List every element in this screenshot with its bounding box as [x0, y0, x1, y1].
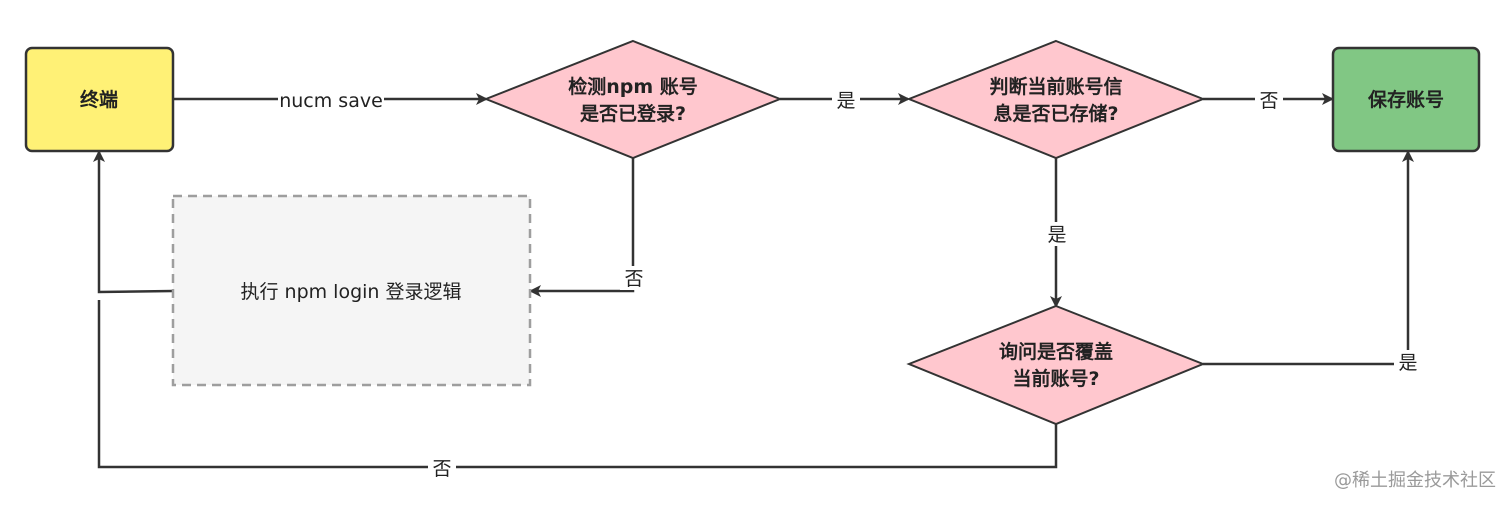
edge-label-stored-yes: 是: [1047, 224, 1066, 246]
node-check-login: 检测npm 账号 是否已登录?: [483, 39, 783, 160]
node-check-stored: 判断当前账号信 息是否已存储?: [906, 39, 1206, 160]
node-npm-login-label: 执行 npm login 登录逻辑: [240, 281, 461, 303]
node-save-account: 保存账号: [1331, 46, 1481, 153]
edge-label-overwrite-no: 否: [432, 458, 451, 480]
node-ask-overwrite-line1: 询问是否覆盖: [999, 340, 1113, 363]
node-terminal-label: 终端: [80, 88, 118, 111]
node-check-login-line1: 检测npm 账号: [568, 75, 698, 98]
node-check-stored-line2: 息是否已存储?: [993, 102, 1118, 125]
edge-ask-overwrite-to-terminal: [97, 300, 1058, 469]
node-check-stored-line1: 判断当前账号信: [989, 75, 1122, 98]
node-ask-overwrite-line2: 当前账号?: [1012, 367, 1099, 390]
node-save-account-label: 保存账号: [1367, 88, 1444, 111]
edge-label-nucm-save: nucm save: [279, 90, 383, 112]
node-ask-overwrite: 询问是否覆盖 当前账号?: [906, 304, 1206, 426]
edge-label-login-no: 否: [624, 268, 643, 290]
edge-label-stored-no: 否: [1259, 90, 1278, 112]
watermark: @稀土掘金技术社区: [1334, 470, 1496, 491]
edge-label-login-yes: 是: [836, 90, 855, 112]
edge-npm-login-to-terminal: [93, 150, 174, 294]
node-check-login-line2: 是否已登录?: [580, 102, 686, 125]
node-terminal: 终端: [24, 46, 175, 153]
node-npm-login: 执行 npm login 登录逻辑: [171, 194, 532, 387]
edge-ask-overwrite-to-save: [1203, 150, 1414, 366]
edge-check-login-to-npm-login: [529, 158, 635, 297]
edge-label-overwrite-yes: 是: [1398, 352, 1417, 374]
